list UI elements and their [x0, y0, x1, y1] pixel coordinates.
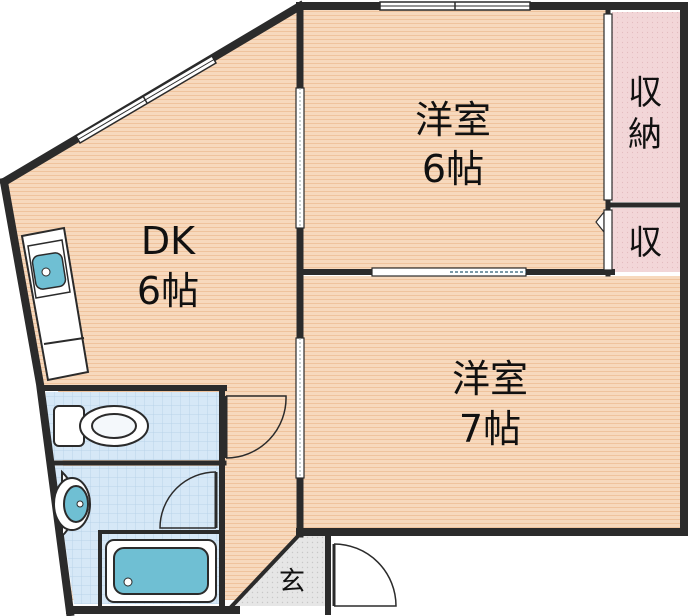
dk-size-label: 6帖 — [137, 269, 199, 313]
western-room-south-floor — [303, 276, 683, 530]
washroom-door[interactable] — [159, 471, 218, 529]
western-room-north-name-label: 洋室 — [415, 98, 491, 142]
storage-large-label-2: 納 — [628, 115, 662, 155]
western-room-north-size-label: 6帖 — [422, 147, 484, 191]
storage-small-floor — [612, 208, 682, 272]
storage-small-label: 収 — [628, 223, 662, 263]
window-top — [379, 1, 531, 11]
washbasin-icon — [53, 469, 91, 539]
storage-large-label-1: 収 — [628, 73, 662, 113]
storage-small-door[interactable] — [595, 209, 613, 271]
storage-large-floor — [612, 12, 682, 202]
entrance-label: 玄 — [279, 567, 305, 597]
western-room-north-floor — [303, 10, 608, 272]
sliding-door-storage[interactable] — [603, 13, 613, 201]
sliding-door-dk-south[interactable] — [295, 337, 305, 479]
toilet-door[interactable] — [224, 395, 287, 459]
western-room-south-size-label: 7帖 — [459, 407, 521, 451]
sliding-door-rooms[interactable] — [371, 267, 527, 277]
toilet-icon — [53, 405, 149, 447]
entrance-door[interactable] — [332, 543, 397, 607]
dk-name-label: DK — [141, 219, 196, 263]
window-slant — [74, 54, 218, 145]
wall-entrance-slant — [229, 531, 303, 609]
kitchen-counter — [20, 226, 90, 382]
western-room-south-name-label: 洋室 — [452, 357, 528, 401]
entrance-floor — [236, 534, 326, 606]
bathtub-icon — [105, 539, 217, 603]
wall-left — [0, 177, 75, 616]
sliding-door-dk-north[interactable] — [295, 87, 305, 229]
